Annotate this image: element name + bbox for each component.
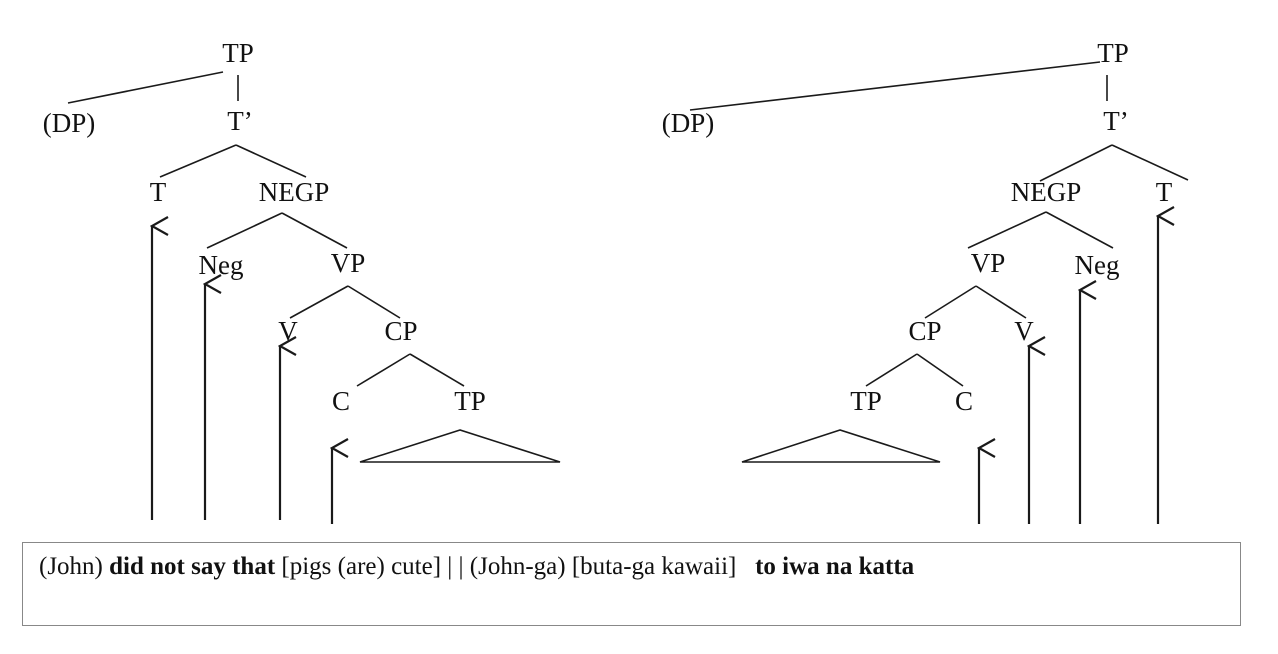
left-node-cp: CP — [384, 316, 417, 346]
left-branch-cp-c — [356, 353, 411, 387]
left-branch-vp-v — [289, 285, 349, 319]
right-node-c: C — [955, 386, 973, 416]
left-node-dp: (DP) — [43, 108, 96, 138]
right-node-dp: (DP) — [662, 108, 715, 138]
right-branch-cp-tp — [865, 353, 918, 387]
right-node-tp-embedded: TP — [850, 386, 882, 416]
left-branch-negp-neg — [206, 212, 283, 249]
right-node-negp: NEGP — [1011, 177, 1082, 207]
caption-japanese-bold: to iwa na katta — [755, 553, 915, 580]
left-node-tbar: T’ — [227, 106, 252, 136]
example-sentence-box: (John) did not say that [pigs (are) cute… — [22, 542, 1241, 626]
right-node-tp-root: TP — [1097, 38, 1129, 68]
left-tp-triangle — [359, 429, 561, 463]
right-tp-triangle — [741, 429, 941, 463]
right-node-vp: VP — [971, 248, 1006, 278]
right-node-v: V — [1014, 316, 1034, 346]
caption-english-bold: did not say that — [109, 553, 276, 580]
right-tree: TP (DP) T’ NEGP T VP Neg CP V TP C — [662, 38, 1189, 524]
left-branch-tp-dp — [67, 71, 224, 104]
right-branch-tp-dp — [689, 61, 1101, 111]
right-branch-tbar-negp — [1039, 144, 1113, 182]
left-node-tp-root: TP — [222, 38, 254, 68]
left-branch-tbar-t — [159, 144, 237, 178]
left-node-c: C — [332, 386, 350, 416]
left-node-v: V — [278, 316, 298, 346]
right-node-neg: Neg — [1075, 250, 1120, 280]
left-node-neg: Neg — [199, 250, 244, 280]
left-node-negp: NEGP — [259, 177, 330, 207]
right-branch-tbar-t — [1111, 144, 1189, 181]
left-branch-tbar-negp — [235, 144, 307, 178]
caption-middle: [pigs (are) cute] | | (John-ga) [buta-ga… — [275, 553, 756, 580]
left-node-vp: VP — [331, 248, 366, 278]
left-branch-negp-vp — [281, 212, 348, 249]
right-node-cp: CP — [908, 316, 941, 346]
right-branch-negp-vp — [967, 211, 1047, 249]
left-branch-cp-tp — [409, 353, 465, 387]
example-sentence: (John) did not say that [pigs (are) cute… — [39, 553, 914, 581]
left-node-t: T — [150, 177, 167, 207]
right-node-t: T — [1156, 177, 1173, 207]
right-branch-cp-c — [916, 353, 964, 387]
right-branch-vp-v — [975, 285, 1027, 319]
left-node-tp-embedded: TP — [454, 386, 486, 416]
left-branch-vp-cp — [347, 285, 401, 319]
right-branch-negp-neg — [1045, 211, 1114, 249]
right-node-tbar: T’ — [1103, 106, 1128, 136]
caption-subject: (John) — [39, 553, 110, 580]
right-branch-vp-cp — [924, 285, 977, 319]
left-tree: TP (DP) T’ T NEGP Neg VP V CP C TP — [43, 38, 561, 524]
